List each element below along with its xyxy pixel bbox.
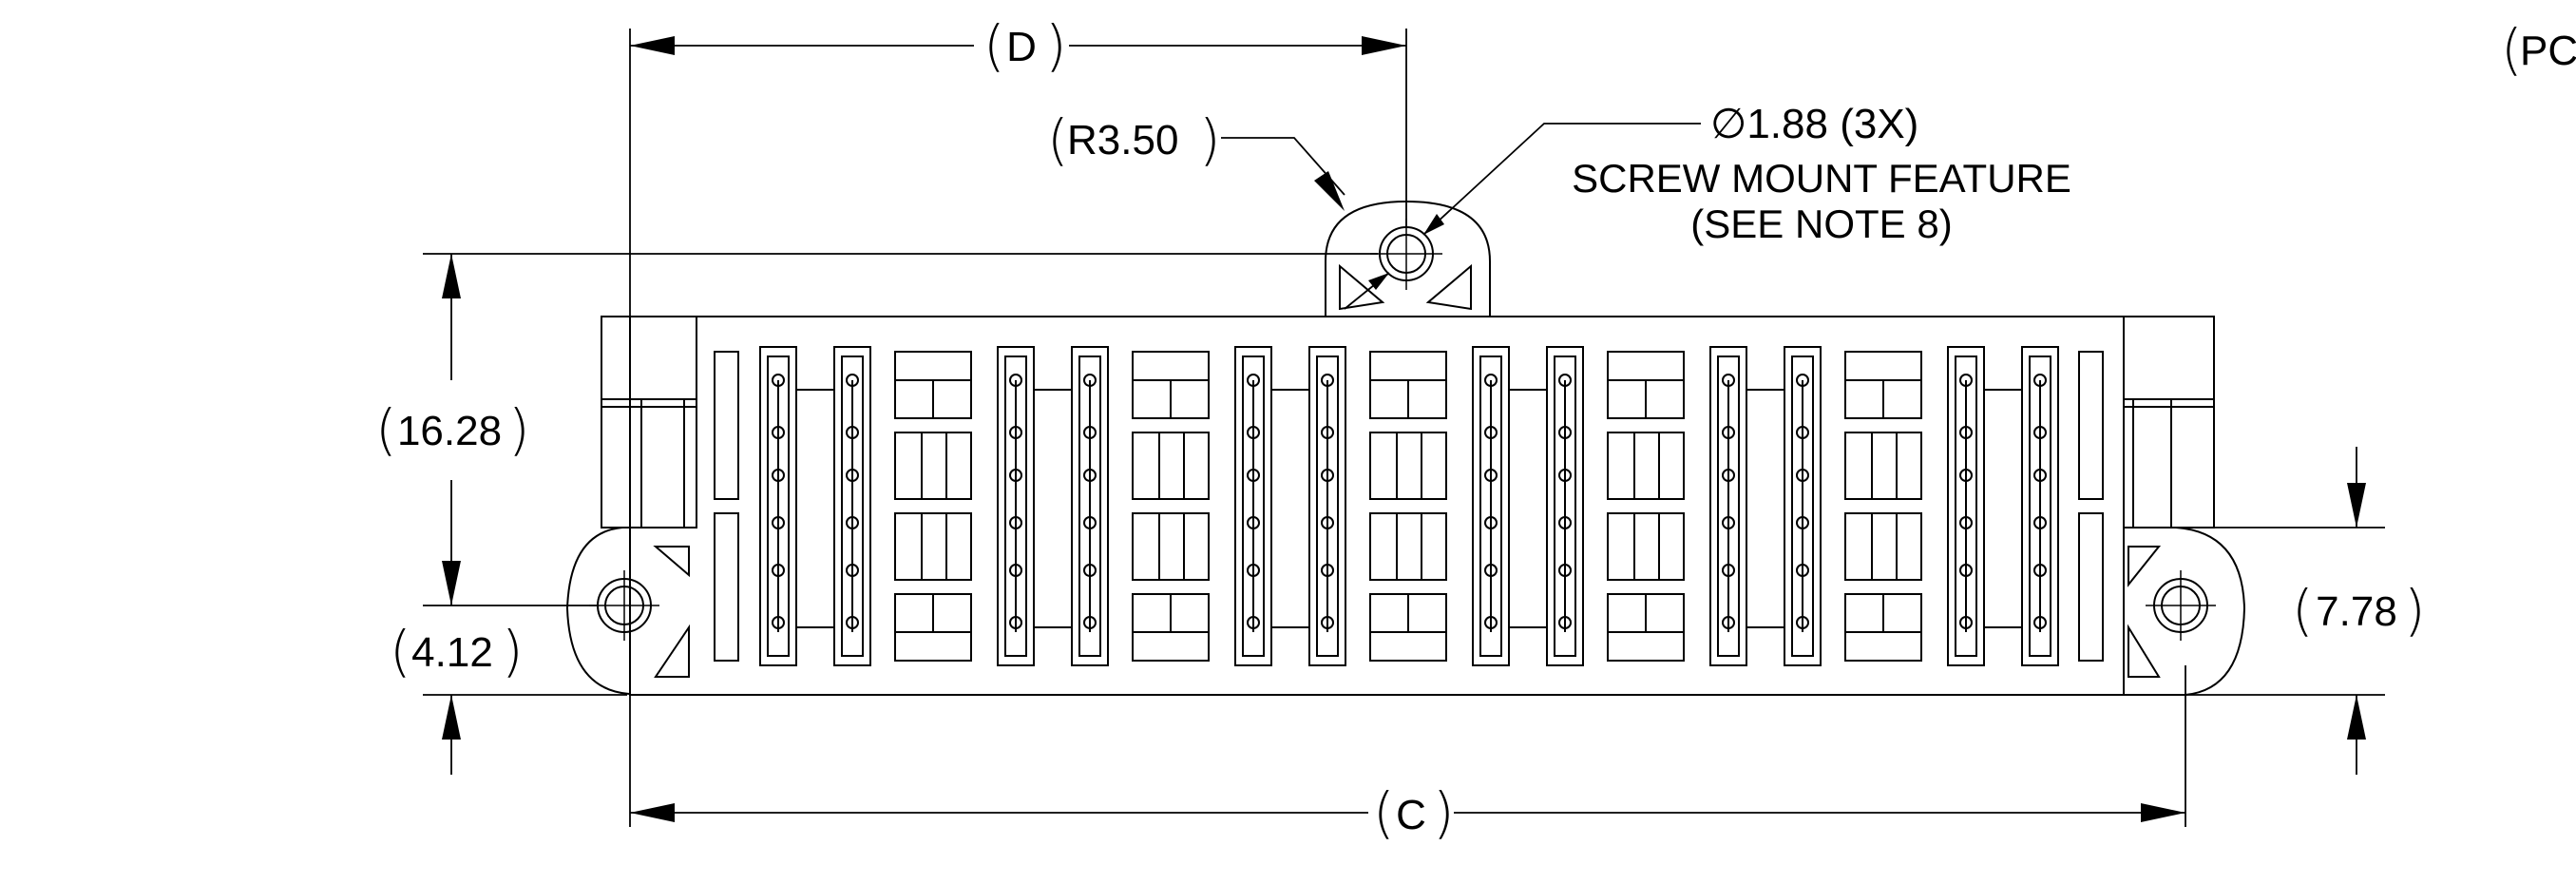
dimension-arrows [442,36,2366,822]
paren-open-e: ( [390,619,411,683]
dim-right-height-label: 7.78 [2316,588,2397,635]
paren-open-r: ( [1047,107,1069,172]
paren-close-d: ) [1045,13,1067,78]
paren-close-e: ) [502,619,524,683]
screw-feature-label: SCREW MOUNT FEATURE [1572,156,2071,201]
dim-ear-height-label: 4.12 [411,629,493,676]
paren-open-h: ( [375,397,397,462]
paren-open-pc: ( [2501,17,2523,82]
paren-close-h: ) [508,397,530,462]
see-note-label: (SEE NOTE 8) [1690,202,1952,246]
dim-d-label: D [1006,24,1037,70]
paren-close-rh: ) [2404,578,2426,643]
paren-open-c: ( [1373,780,1395,845]
connector-body [629,316,2125,696]
dim-height-label: 16.28 [397,408,502,454]
dim-c-label: C [1396,792,1426,838]
top-screw-tab [1325,200,1491,317]
dimension-labels: ( D ) ( C ) ( R3.50 ) ∅1.88 (3X) SCREW M… [375,13,2576,845]
paren-close-c: ) [1433,780,1455,845]
left-mounting-ear [565,527,630,695]
pc-partial-label: PC [2520,28,2576,74]
paren-open-d: ( [983,13,1005,78]
paren-open-rh: ( [2292,578,2314,643]
right-mounting-ear [2124,527,2246,696]
dim-hole-diameter-label: ∅1.88 (3X) [1710,101,1918,147]
contact-modules [759,346,2059,666]
dim-radius-label: R3.50 [1067,117,1178,163]
paren-close-r: ) [1199,107,1221,172]
dimension-lines [423,29,2385,827]
cavity-blocks [894,351,1922,662]
